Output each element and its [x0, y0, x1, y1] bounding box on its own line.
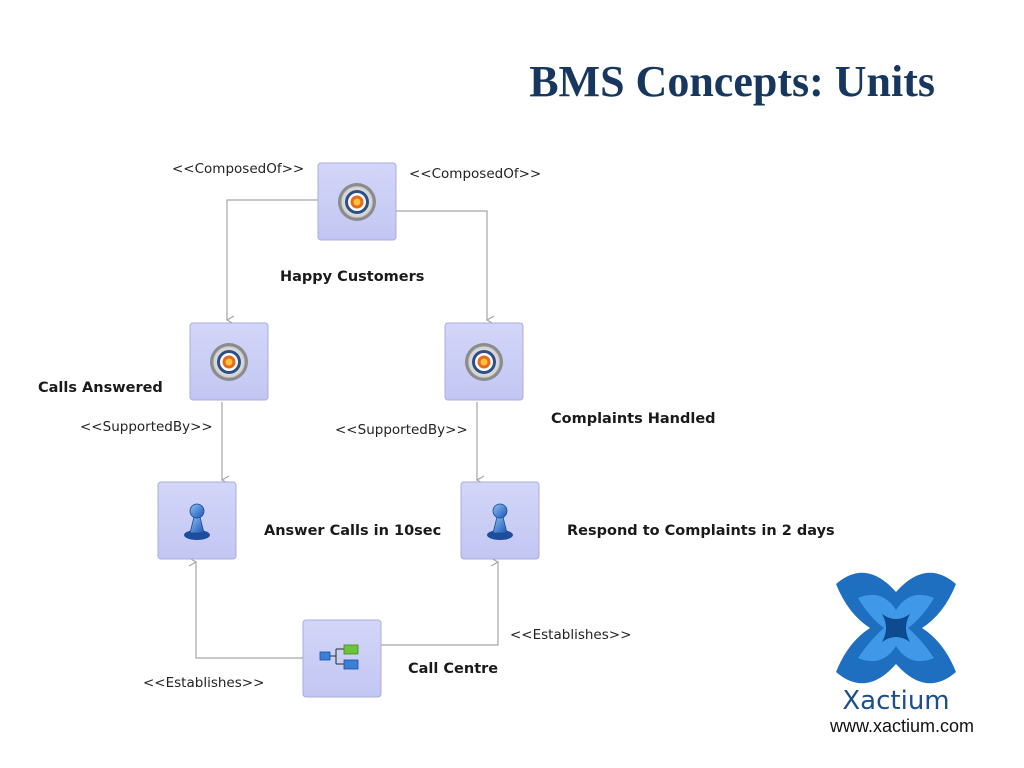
logo-wordmark: Xactium: [842, 686, 950, 716]
person-icon: [184, 503, 210, 540]
edge-establishes-left: [196, 562, 303, 659]
edge-establishes-right: [381, 562, 498, 646]
node-label-answer-calls: Answer Calls in 10sec: [264, 523, 442, 539]
node-complaints-handled[interactable]: [444, 322, 524, 401]
edge-label-establishes-right: <<Establishes>>: [510, 627, 632, 643]
node-calls-answered[interactable]: [189, 322, 269, 401]
website-link[interactable]: www.xactium.com: [829, 716, 974, 736]
edge-composed-right: [396, 210, 487, 320]
edge-label-supported-left: <<SupportedBy>>: [80, 419, 213, 435]
node-respond-complaints[interactable]: [460, 481, 540, 560]
target-icon: [338, 183, 376, 221]
edge-label-composed-left: <<ComposedOf>>: [172, 161, 305, 177]
connectors: [196, 199, 498, 659]
edge-composed-left: [227, 199, 318, 320]
node-label-calls-answered: Calls Answered: [38, 380, 163, 396]
slide-title: BMS Concepts: Units: [529, 57, 935, 106]
node-label-happy-customers: Happy Customers: [280, 269, 425, 285]
node-label-call-centre: Call Centre: [408, 661, 499, 677]
node-happy-customers[interactable]: [317, 162, 397, 241]
node-label-complaints-handled: Complaints Handled: [551, 411, 716, 427]
target-icon: [465, 343, 503, 381]
node-call-centre[interactable]: [302, 619, 382, 698]
edge-label-composed-right: <<ComposedOf>>: [409, 166, 542, 182]
edge-label-supported-right: <<SupportedBy>>: [335, 422, 468, 438]
node-answer-calls[interactable]: [157, 481, 237, 560]
org-unit-icon: [319, 644, 359, 670]
person-icon: [487, 503, 513, 540]
node-label-respond-complaints: Respond to Complaints in 2 days: [567, 523, 835, 539]
target-icon: [210, 343, 248, 381]
xactium-logo: [836, 572, 956, 684]
edge-label-establishes-left: <<Establishes>>: [143, 675, 265, 691]
